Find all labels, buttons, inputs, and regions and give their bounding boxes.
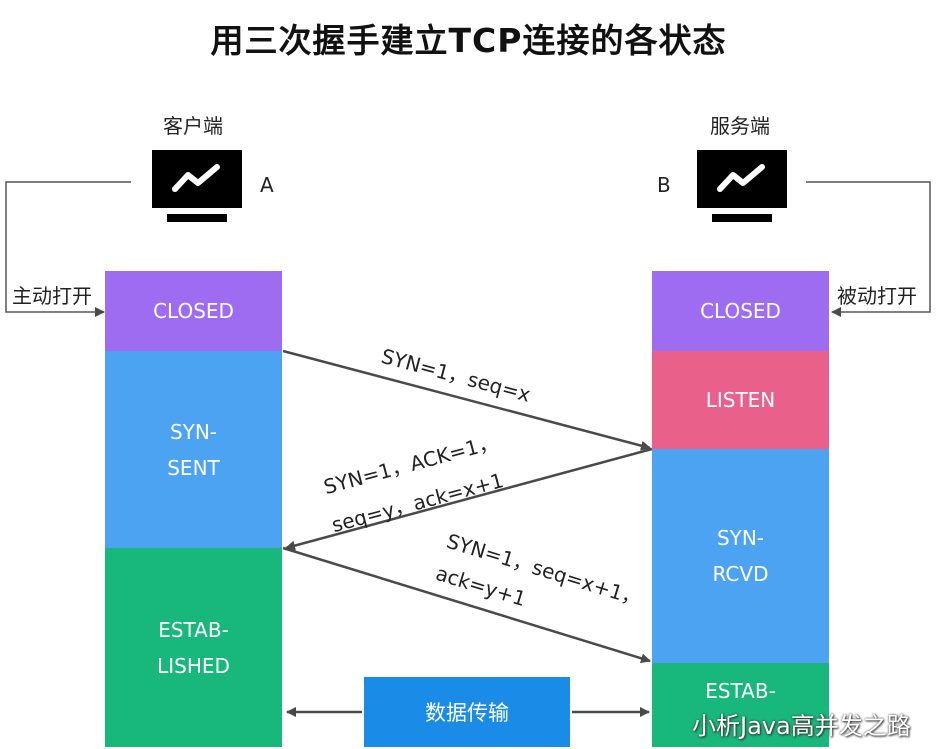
server-open-label: 被动打开 [837, 284, 917, 308]
client-open-label: 主动打开 [12, 284, 92, 308]
watermark: 小析Java高并发之路 [692, 712, 911, 740]
client-letter: A [260, 173, 274, 197]
server-state-closed: CLOSED [652, 271, 829, 351]
synack-arrow [285, 447, 653, 551]
diagram-title: 用三次握手建立TCP连接的各状态 [210, 21, 727, 60]
client-state-closed: CLOSED [105, 271, 282, 351]
server-open-line [806, 181, 931, 317]
server-state-listen: LISTEN [652, 351, 829, 449]
ack-arrow [282, 546, 651, 664]
server-label: 服务端 [710, 114, 770, 138]
server-monitor-icon [697, 150, 787, 224]
client-label: 客户端 [163, 114, 223, 138]
syn-arrow [282, 349, 651, 451]
client-open-line [5, 181, 131, 317]
client-state-syn-sent: SYN- SENT [105, 351, 282, 548]
data-transfer-box: 数据传输 [364, 677, 570, 747]
server-state-established: ESTAB- [652, 663, 829, 747]
server-letter: B [657, 173, 671, 197]
server-state-syn-rcvd: SYN- RCVD [652, 449, 829, 663]
client-monitor-icon [152, 150, 242, 224]
client-state-established: ESTAB- LISHED [105, 548, 282, 747]
